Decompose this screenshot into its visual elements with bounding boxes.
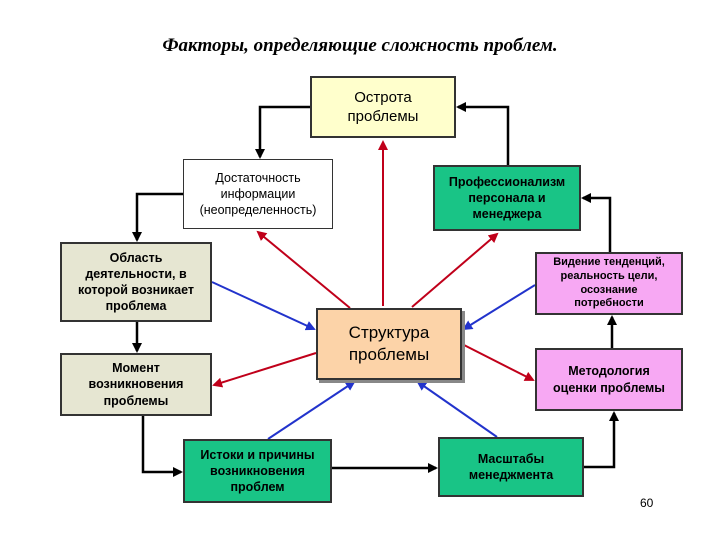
node-professionalizm: Профессионализм персонала и менеджера — [433, 165, 581, 231]
node-metodologiya: Методология оценки проблемы — [535, 348, 683, 411]
node-struktura: Структура проблемы — [316, 308, 462, 380]
connector-moment-istoki — [141, 416, 183, 477]
page-number: 60 — [640, 496, 654, 510]
arrow-from-istoki — [267, 380, 356, 440]
node-oblast: Область деятельности, в которой возникае… — [60, 242, 212, 322]
connector-dostatochnost-oblast — [132, 192, 183, 242]
node-dostatochnost: Достаточность информации (неопределеннос… — [183, 159, 333, 229]
node-istoki: Истоки и причины возникновения проблем — [183, 439, 332, 503]
connector-masshtaby-metod — [584, 411, 619, 469]
arrow-to-professionalizm — [411, 232, 499, 308]
arrow-from-masshtaby — [416, 380, 498, 438]
node-masshtaby: Масштабы менеджмента — [438, 437, 584, 497]
node-moment: Момент возникновения проблемы — [60, 353, 212, 416]
arrow-from-videnie — [462, 284, 536, 331]
node-videnie: Видение тенденций, реальность цели, осоз… — [535, 252, 683, 315]
connector-ostrota-dostatochnost — [255, 105, 310, 159]
arrow-to-moment — [212, 352, 317, 388]
connector-videnie-prof — [581, 193, 612, 252]
node-ostrota: Острота проблемы — [310, 76, 456, 138]
arrow-from-oblast — [211, 281, 316, 331]
arrow-to-metodologiya — [461, 343, 535, 381]
connector-prof-ostrota — [456, 102, 510, 165]
arrow-to-dostatochnost — [256, 230, 351, 309]
diagram-title: Факторы, определяющие сложность проблем. — [162, 35, 558, 56]
